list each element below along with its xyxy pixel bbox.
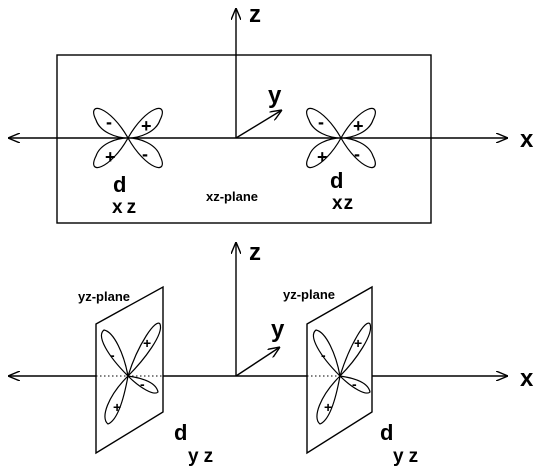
sign-upper-right: + xyxy=(354,335,362,351)
lobe-upper-right xyxy=(339,107,376,139)
y-axis-top xyxy=(235,110,282,139)
lobe-lower-left xyxy=(306,137,343,169)
lobe-upper-left xyxy=(312,329,341,378)
sign-lower-right: - xyxy=(140,376,145,392)
sign-upper-left: - xyxy=(321,347,326,363)
yz-plane-label: yz-plane xyxy=(78,289,130,304)
lobe-lower-left xyxy=(316,374,341,425)
orbital-symbol: d xyxy=(113,172,126,197)
orbital-subscript: xz xyxy=(112,197,140,218)
sign-lower-left: + xyxy=(113,399,121,415)
yz-plane-left: - + + - yz-plane xyxy=(78,285,164,455)
yz-plane-label: yz-plane xyxy=(283,287,335,302)
lobe-lower-left xyxy=(93,137,130,169)
sign-lower-right: - xyxy=(142,144,148,164)
sign-upper-left: - xyxy=(110,347,115,363)
sign-lower-left: + xyxy=(317,147,328,167)
orbital-symbol: d xyxy=(174,420,187,445)
dxz-orbital-left: - + + - xyxy=(93,107,163,169)
lobe-upper-right xyxy=(339,322,372,377)
top-panel: x z y - + + - - + + - xz xyxy=(8,1,534,224)
lobe-lower-right xyxy=(126,375,159,394)
lobe-upper-left xyxy=(100,329,129,378)
dxz-orbital-right: - + + - xyxy=(306,107,376,169)
x-axis-label-bottom: x xyxy=(520,365,534,392)
orbital-subscript: yz xyxy=(393,446,423,467)
sign-upper-right: + xyxy=(143,335,151,351)
z-axis-label-top: z xyxy=(249,1,261,28)
y-axis-label-bottom: y xyxy=(271,316,285,343)
dyz-label-right: d yz xyxy=(380,420,423,467)
bottom-panel: x z y - + + - yz-plane xyxy=(8,239,534,467)
sign-upper-left: - xyxy=(318,112,324,132)
lobe-lower-right xyxy=(339,137,376,169)
dxz-label-right: d xz xyxy=(330,168,354,214)
sign-upper-right: + xyxy=(141,116,152,136)
orbital-subscript: xz xyxy=(332,193,354,214)
y-axis-label-top: y xyxy=(268,82,282,109)
lobe-upper-left xyxy=(306,107,343,139)
lobe-lower-right xyxy=(126,137,163,169)
yz-plane-parallelogram xyxy=(306,285,373,455)
orbital-symbol: d xyxy=(380,420,393,445)
lobe-lower-right xyxy=(338,375,371,394)
lobe-lower-left xyxy=(104,374,129,425)
lobe-upper-right xyxy=(126,107,163,139)
dxz-label-left: d xz xyxy=(112,172,140,218)
lobe-upper-right xyxy=(127,322,162,377)
sign-lower-left: + xyxy=(324,399,332,415)
y-axis-bottom xyxy=(235,347,280,377)
orbital-subscript: yz xyxy=(188,446,218,467)
z-axis-label-bottom: z xyxy=(249,239,261,266)
dyz-label-left: d yz xyxy=(174,420,218,467)
sign-upper-right: + xyxy=(353,116,364,136)
sign-lower-right: - xyxy=(354,144,360,164)
sign-lower-right: - xyxy=(352,376,357,392)
lobe-upper-left xyxy=(93,107,130,139)
xz-plane-label: xz-plane xyxy=(206,189,258,204)
orbital-symbol: d xyxy=(330,168,343,193)
sign-lower-left: + xyxy=(105,147,116,167)
sign-upper-left: - xyxy=(106,112,112,132)
x-axis-label-top: x xyxy=(520,126,534,153)
yz-plane-right: - + + - yz-plane xyxy=(283,285,373,455)
